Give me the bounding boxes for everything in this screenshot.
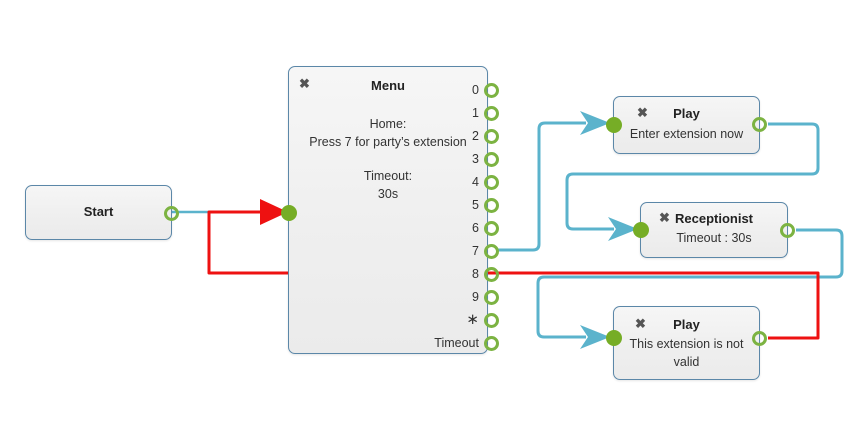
node-menu-port-timeout[interactable]: Timeout	[434, 334, 499, 352]
node-play2-output-port[interactable]	[751, 331, 767, 346]
wire-receptionist-to-play2	[536, 228, 844, 339]
port-ring[interactable]	[484, 82, 499, 98]
port-label: 0	[472, 83, 479, 97]
node-play2-title: Play	[673, 317, 700, 332]
wire-play2-to-menu-loop	[207, 210, 820, 340]
node-start-title: Start	[83, 204, 114, 219]
port-label: 5	[472, 198, 479, 212]
node-menu-line4: 30s	[377, 187, 399, 202]
port-ring[interactable]	[484, 174, 499, 190]
wire-menu7-to-play1	[497, 121, 586, 252]
node-menu-line3: Timeout:	[363, 169, 413, 184]
port-ring[interactable]	[484, 151, 499, 167]
node-menu[interactable]: ✖ Menu Home: Press 7 for party’s extensi…	[281, 66, 499, 354]
node-play2-input-port[interactable]	[606, 330, 622, 346]
node-menu-port-list: 0 1 2 3 4 5 6 7 8 9 ∗ Timeout	[289, 67, 499, 353]
node-receptionist[interactable]: ✖ Receptionist Timeout : 30s	[633, 202, 795, 258]
node-receptionist-body: Timeout : 30s	[676, 231, 752, 245]
node-play1-output-port[interactable]	[751, 117, 767, 132]
node-play-enter-extension[interactable]: ✖ Play Enter extension now	[606, 96, 767, 154]
port-ring[interactable]	[484, 335, 499, 351]
node-menu-port-3[interactable]: 3	[472, 150, 499, 168]
node-menu-port-9[interactable]: 9	[472, 288, 499, 306]
arrowhead-play1	[580, 111, 610, 135]
node-play1-body: Enter extension now	[629, 127, 744, 141]
port-label: 1	[472, 106, 479, 120]
close-icon[interactable]: ✖	[659, 210, 670, 225]
node-menu-port-1[interactable]: 1	[472, 104, 499, 122]
node-menu-port-4[interactable]: 4	[472, 173, 499, 191]
node-receptionist-output-port[interactable]	[779, 223, 795, 238]
port-label: 7	[472, 244, 479, 258]
node-menu-port-6[interactable]: 6	[472, 219, 499, 237]
close-icon[interactable]: ✖	[637, 105, 648, 120]
node-menu-port-7[interactable]: 7	[472, 242, 499, 260]
node-play-not-valid[interactable]: ✖ Play This extension is not valid	[606, 306, 767, 380]
node-menu-line1: Home:	[369, 117, 407, 131]
arrowhead-play2	[580, 325, 610, 349]
node-play2-body: This extension is not valid	[629, 337, 744, 370]
port-label: 3	[472, 152, 479, 166]
port-ring[interactable]	[484, 289, 499, 305]
node-menu-port-star[interactable]: ∗	[466, 311, 499, 329]
port-ring[interactable]	[484, 105, 499, 121]
port-label: 4	[472, 175, 479, 189]
node-menu-port-5[interactable]: 5	[472, 196, 499, 214]
node-play1-input-port[interactable]	[606, 117, 622, 133]
node-menu-port-8[interactable]: 8	[472, 265, 499, 283]
node-start-output-port[interactable]	[163, 206, 179, 221]
node-receptionist-input-port[interactable]	[633, 222, 649, 238]
port-ring[interactable]	[484, 220, 499, 236]
node-start[interactable]: Start	[25, 185, 179, 240]
node-menu-port-0[interactable]: 0	[472, 81, 499, 99]
port-ring[interactable]	[484, 312, 499, 328]
node-receptionist-title: Receptionist	[674, 211, 753, 226]
port-ring[interactable]	[484, 266, 499, 282]
port-ring[interactable]	[484, 197, 499, 213]
port-label: 8	[472, 267, 479, 281]
node-play1-title: Play	[673, 106, 700, 121]
node-menu-title: Menu	[371, 78, 405, 93]
port-ring[interactable]	[484, 128, 499, 144]
port-label: 9	[472, 290, 479, 304]
port-label: Timeout	[434, 336, 479, 350]
node-menu-input-port[interactable]	[281, 205, 297, 221]
close-icon[interactable]: ✖	[299, 76, 310, 91]
close-icon[interactable]: ✖	[635, 316, 646, 331]
port-label: 6	[472, 221, 479, 235]
arrowhead-receptionist	[608, 217, 638, 241]
port-label: ∗	[466, 311, 479, 328]
port-label: 2	[472, 129, 479, 143]
node-menu-line2: Press 7 for party’s extension	[309, 135, 467, 150]
wire-play1-to-receptionist	[565, 122, 820, 231]
port-ring[interactable]	[484, 243, 499, 259]
arrowhead-menu-loop	[260, 199, 288, 225]
node-menu-port-2[interactable]: 2	[472, 127, 499, 145]
